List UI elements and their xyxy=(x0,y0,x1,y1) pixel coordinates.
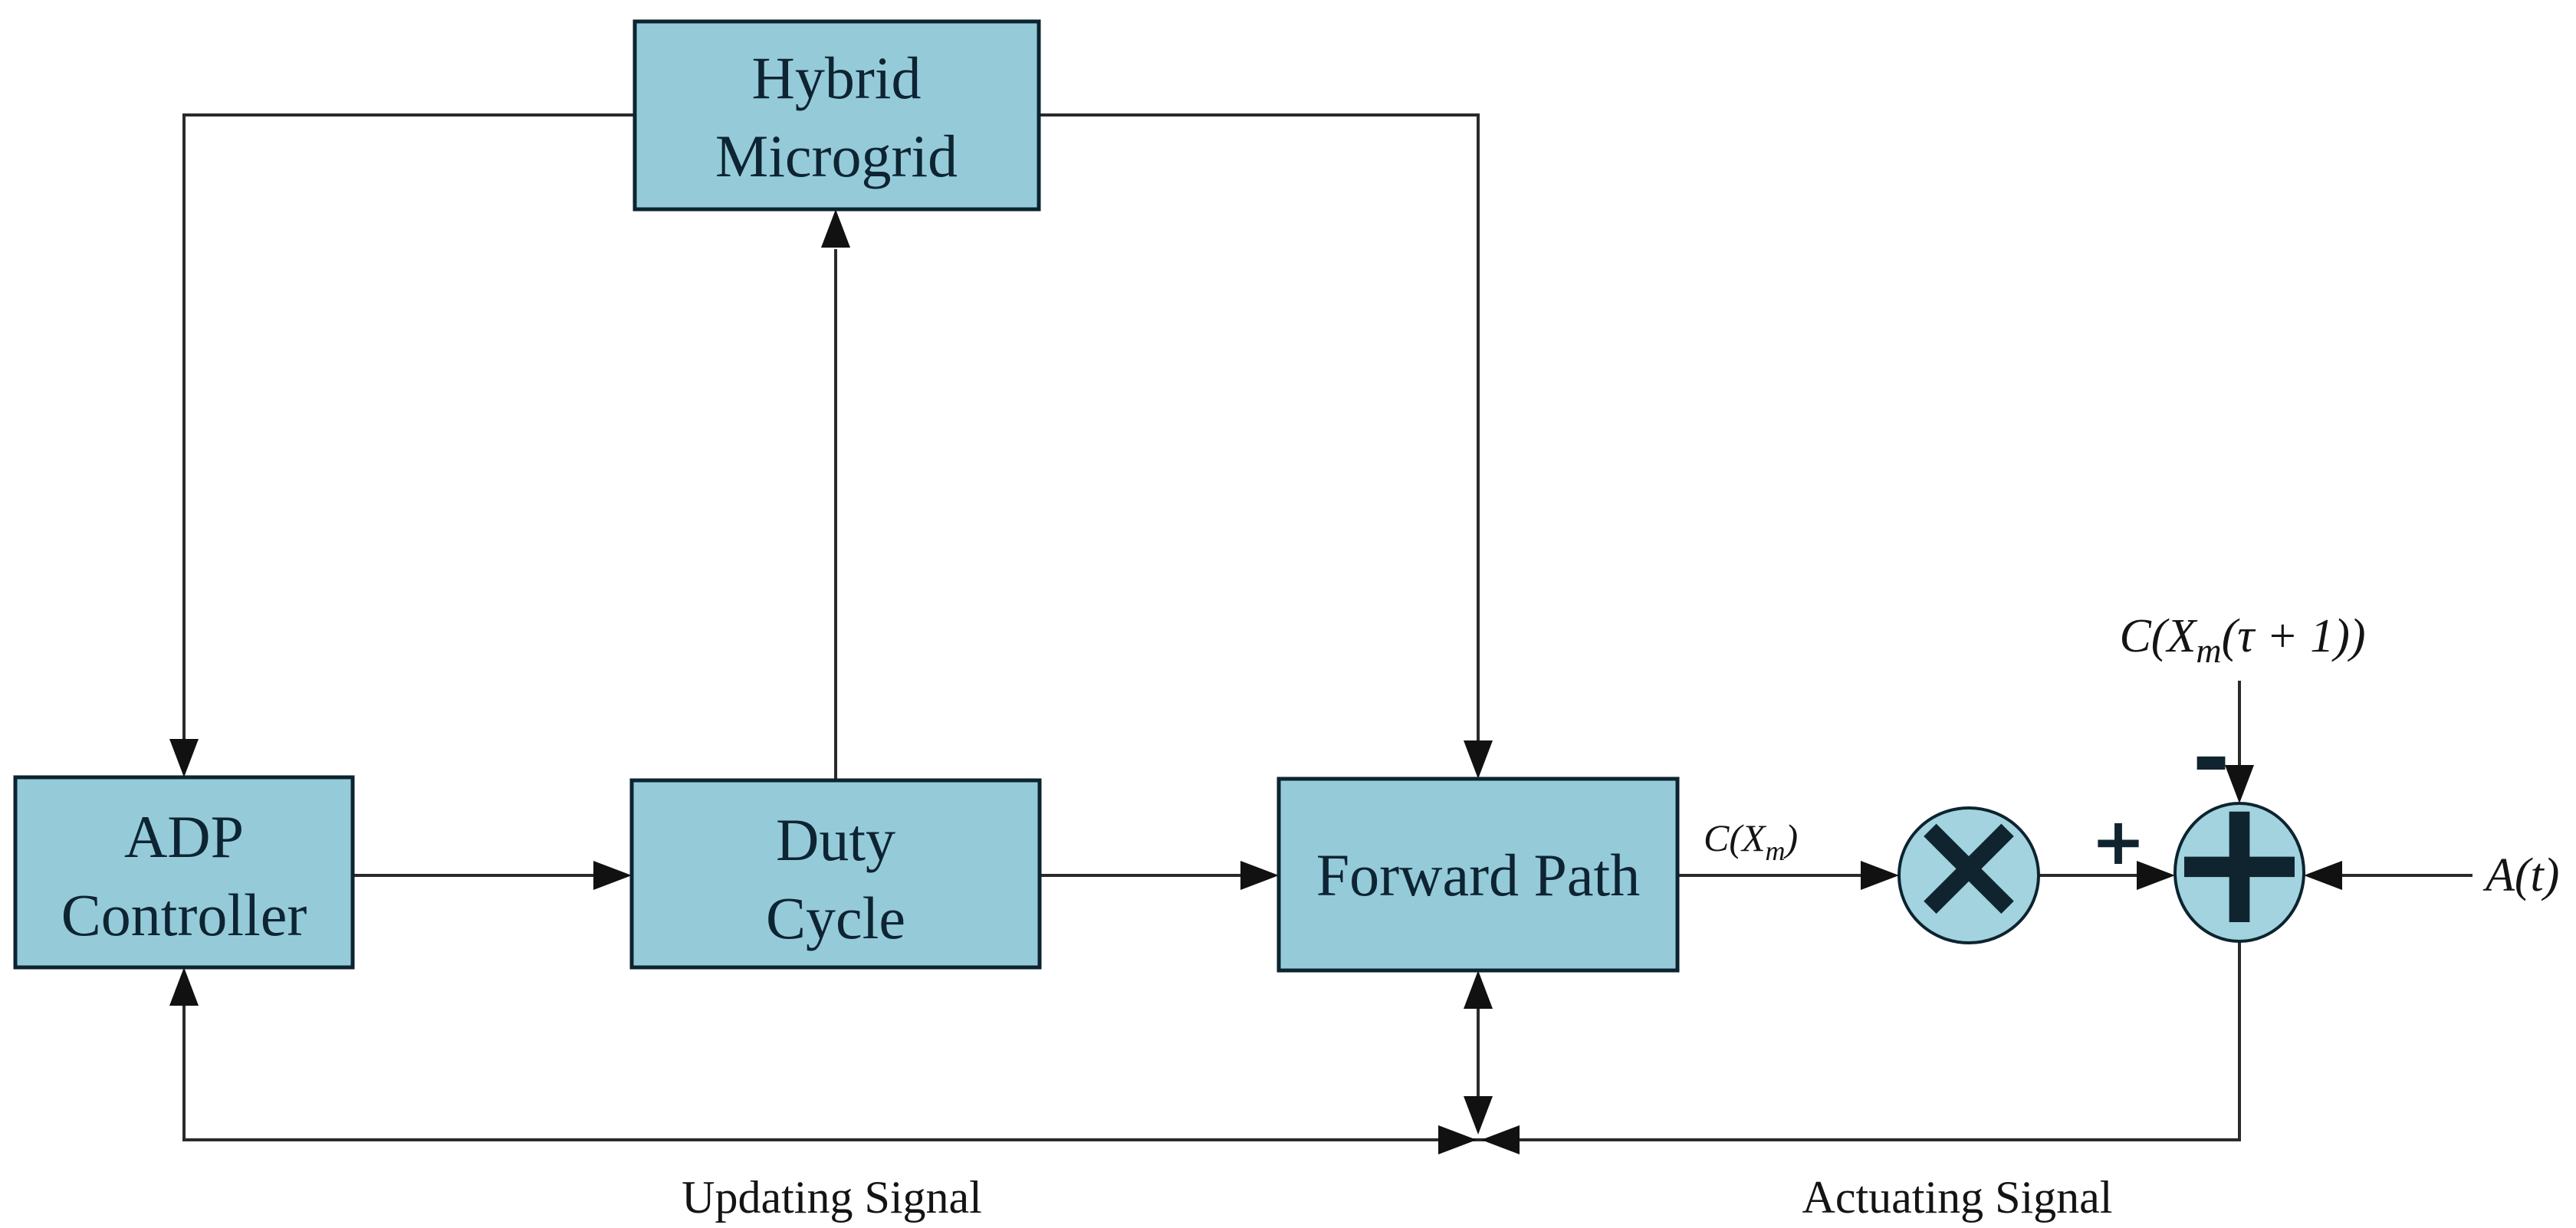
updating-signal-label: Updating Signal xyxy=(682,1172,982,1223)
hybrid-microgrid-label-line2: Microgrid xyxy=(715,123,958,189)
hybrid-microgrid-label-line1: Hybrid xyxy=(752,44,922,111)
summing-junction-circle xyxy=(2174,802,2305,943)
plus-sign-label: + xyxy=(2091,804,2145,880)
hybrid-microgrid-box: Hybrid Microgrid xyxy=(632,19,1041,212)
duty-cycle-label-line2: Cycle xyxy=(766,885,905,951)
wires xyxy=(169,113,2472,1154)
minus-sign-label: - xyxy=(2192,705,2230,812)
wire-sum-to-feedback-rail xyxy=(182,941,2241,1141)
arrowhead-down-into-junction xyxy=(1464,1096,1493,1134)
arrowhead-up-into-adp-bottom xyxy=(169,967,199,1006)
multiplier-circle xyxy=(1898,806,2040,944)
arrowhead-into-duty-left xyxy=(593,861,632,890)
arrowhead-into-forward-left xyxy=(1240,861,1279,890)
arrowhead-up-into-forward-bottom xyxy=(1464,970,1493,1009)
hybrid-microgrid-rect xyxy=(632,19,1041,212)
cxm-signal-label: C(Xm) xyxy=(1704,816,1798,866)
arrowhead-left-into-junction xyxy=(1481,1125,1520,1154)
arrowhead-into-sum-top xyxy=(2225,765,2254,803)
duty-cycle-label-line1: Duty xyxy=(776,806,895,873)
arrowhead-into-sum-right xyxy=(2304,861,2342,890)
adp-controller-rect xyxy=(13,775,355,970)
wire-hybrid-to-adp xyxy=(182,113,635,742)
adp-controller-label-line2: Controller xyxy=(61,882,307,948)
duty-cycle-rect xyxy=(629,778,1042,970)
plus-icon: + xyxy=(2166,760,2314,964)
wire-hybrid-to-forward xyxy=(1039,113,1480,742)
cxm-tau-signal-label: C(Xm(τ + 1)) xyxy=(2119,610,2365,670)
forward-path-label: Forward Path xyxy=(1316,842,1640,908)
forward-path-box: Forward Path xyxy=(1276,777,1680,973)
arrowhead-up-into-hybrid-bottom xyxy=(821,209,850,248)
adp-controller-label-line1: ADP xyxy=(124,803,244,870)
arrowhead-into-sum-left xyxy=(2137,861,2175,890)
multiplier-node: × xyxy=(1898,775,2040,954)
adp-controller-box: ADP Controller xyxy=(13,775,355,970)
arrowhead-down-into-adp-top xyxy=(169,739,199,777)
forward-path-rect xyxy=(1276,777,1680,973)
multiply-icon: × xyxy=(1904,775,2033,954)
arrowhead-right-into-junction xyxy=(1438,1125,1477,1154)
duty-cycle-box: Duty Cycle xyxy=(629,778,1042,970)
actuating-signal-label: Actuating Signal xyxy=(1802,1172,2113,1223)
summing-junction-node: + xyxy=(2166,760,2314,964)
at-signal-label: A(t) xyxy=(2482,849,2559,901)
arrowhead-down-into-forward-top xyxy=(1464,740,1493,779)
arrowhead-into-multiplier-left xyxy=(1861,861,1899,890)
